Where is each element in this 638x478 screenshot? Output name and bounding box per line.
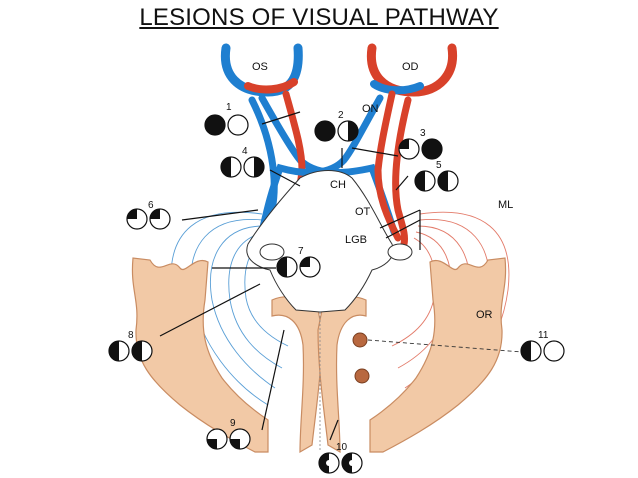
field-defect-8 (108, 340, 153, 362)
lgb-left (259, 243, 285, 261)
lesion-number-2: 2 (338, 110, 344, 121)
lesion-number-9: 9 (230, 418, 236, 429)
lesion-dot-lower (354, 368, 370, 384)
lesion-number-10: 10 (336, 442, 348, 453)
field-defect-5 (414, 170, 459, 192)
label-on: ON (362, 103, 379, 115)
field-defect-1 (204, 114, 249, 136)
field-defect-6 (126, 208, 171, 230)
field-defect-11 (520, 340, 565, 362)
label-ml: ML (498, 199, 513, 211)
label-ch: CH (330, 179, 346, 191)
lesion-number-8: 8 (128, 330, 134, 341)
lesion-leader-lines (159, 111, 421, 441)
lesion-number-6: 6 (148, 200, 154, 211)
label-os: OS (252, 61, 268, 73)
field-defect-2 (314, 120, 359, 142)
lesion-number-1: 1 (226, 102, 232, 113)
cortex-left (131, 257, 269, 453)
lesion-number-4: 4 (242, 146, 248, 157)
label-ot: OT (355, 206, 371, 218)
label-or: OR (476, 309, 493, 321)
field-defect-7 (276, 256, 321, 278)
field-defect-9 (206, 428, 251, 450)
cortex-right (369, 257, 507, 453)
lesion-dot-upper (352, 332, 368, 348)
field-defect-4 (220, 156, 265, 178)
field-defect-3 (398, 138, 443, 160)
slide-title: LESIONS OF VISUAL PATHWAY (139, 4, 499, 31)
field-defect-10 (318, 452, 363, 474)
leader-line-11 (367, 339, 523, 353)
lesion-number-7: 7 (298, 246, 304, 257)
label-lgb: LGB (345, 234, 367, 246)
lesion-number-3: 3 (420, 128, 426, 139)
calcarine-left (271, 296, 323, 454)
occipital-cortex (131, 257, 507, 454)
lgb-right (387, 243, 413, 261)
lesion-number-5: 5 (436, 160, 442, 171)
label-od: OD (402, 61, 419, 73)
lesion-number-11: 11 (538, 330, 549, 341)
